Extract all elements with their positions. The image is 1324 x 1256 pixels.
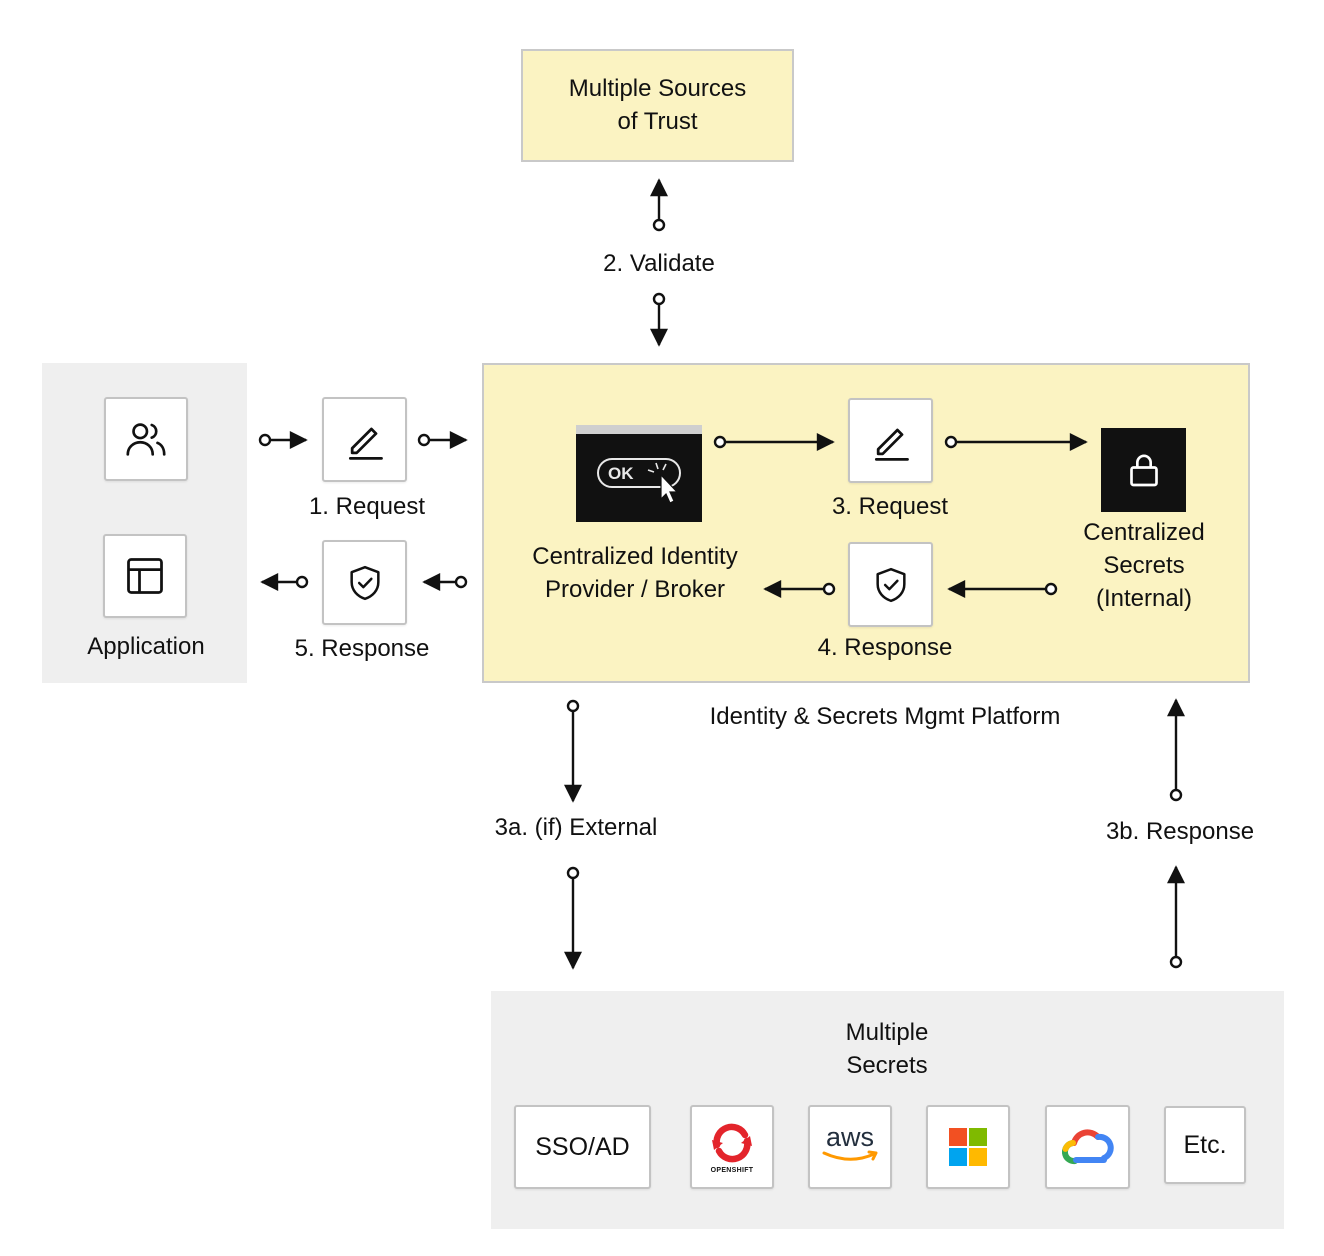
trust-title-line2: of Trust <box>617 108 698 135</box>
shield-check-icon <box>349 565 380 600</box>
response-5-card <box>322 540 407 625</box>
microsoft-logo-icon <box>949 1128 987 1166</box>
lock-icon <box>1129 454 1158 487</box>
aws-card: aws <box>808 1105 892 1189</box>
trust-box <box>521 49 794 162</box>
step-response-4-label: 4. Response <box>817 634 953 661</box>
users-card <box>104 397 188 481</box>
trust-title-line1: Multiple Sources <box>568 75 747 102</box>
multiple-secrets-line1: Multiple <box>845 1019 929 1046</box>
multiple-secrets-line2: Secrets <box>846 1052 928 1079</box>
step-validate-label: 2. Validate <box>603 250 715 277</box>
svg-text:OK: OK <box>608 464 634 483</box>
secrets-label-line1: Centralized <box>1083 519 1205 546</box>
ok-button-cursor-icon: OK <box>597 458 681 504</box>
layout-icon <box>127 558 163 594</box>
shield-check-icon <box>875 567 906 602</box>
users-icon <box>126 423 166 456</box>
window-titlebar <box>576 425 702 434</box>
identity-provider-window: OK <box>576 425 702 522</box>
openshift-wordmark: OPENSHIFT <box>710 1166 754 1174</box>
application-label: Application <box>87 633 205 660</box>
aws-logo-icon: aws <box>825 1122 874 1152</box>
step-request-1-label: 1. Request <box>308 493 426 520</box>
sso-ad-card: SSO/AD <box>514 1105 651 1189</box>
step-response-5-label: 5. Response <box>294 635 430 662</box>
etc-label: Etc. <box>1183 1130 1227 1159</box>
response-4-card <box>848 542 933 627</box>
step-external-3a-label: 3a. (if) External <box>494 814 658 841</box>
secrets-label-line3: (Internal) <box>1095 585 1193 612</box>
secrets-label-line2: Secrets <box>1103 552 1185 579</box>
secrets-vault-box <box>1101 428 1186 512</box>
openshift-logo-icon <box>712 1123 752 1162</box>
pencil-icon <box>874 428 909 461</box>
sso-ad-label: SSO/AD <box>535 1132 630 1161</box>
application-card <box>103 534 187 618</box>
pencil-icon <box>348 427 383 460</box>
request-3-card <box>848 398 933 483</box>
aws-smile-icon <box>822 1150 878 1161</box>
request-1-card <box>322 397 407 482</box>
idp-label-line2: Provider / Broker <box>544 576 726 603</box>
idp-label-line1: Centralized Identity <box>532 543 738 570</box>
google-cloud-logo-icon <box>1061 1129 1114 1165</box>
step-response-3b-label: 3b. Response <box>1105 818 1255 845</box>
microsoft-card <box>926 1105 1010 1189</box>
step-request-3-label: 3. Request <box>831 493 949 520</box>
platform-label: Identity & Secrets Mgmt Platform <box>709 703 1061 730</box>
etc-card: Etc. <box>1164 1106 1246 1184</box>
openshift-card: OPENSHIFT <box>690 1105 774 1189</box>
google-cloud-card <box>1045 1105 1130 1189</box>
